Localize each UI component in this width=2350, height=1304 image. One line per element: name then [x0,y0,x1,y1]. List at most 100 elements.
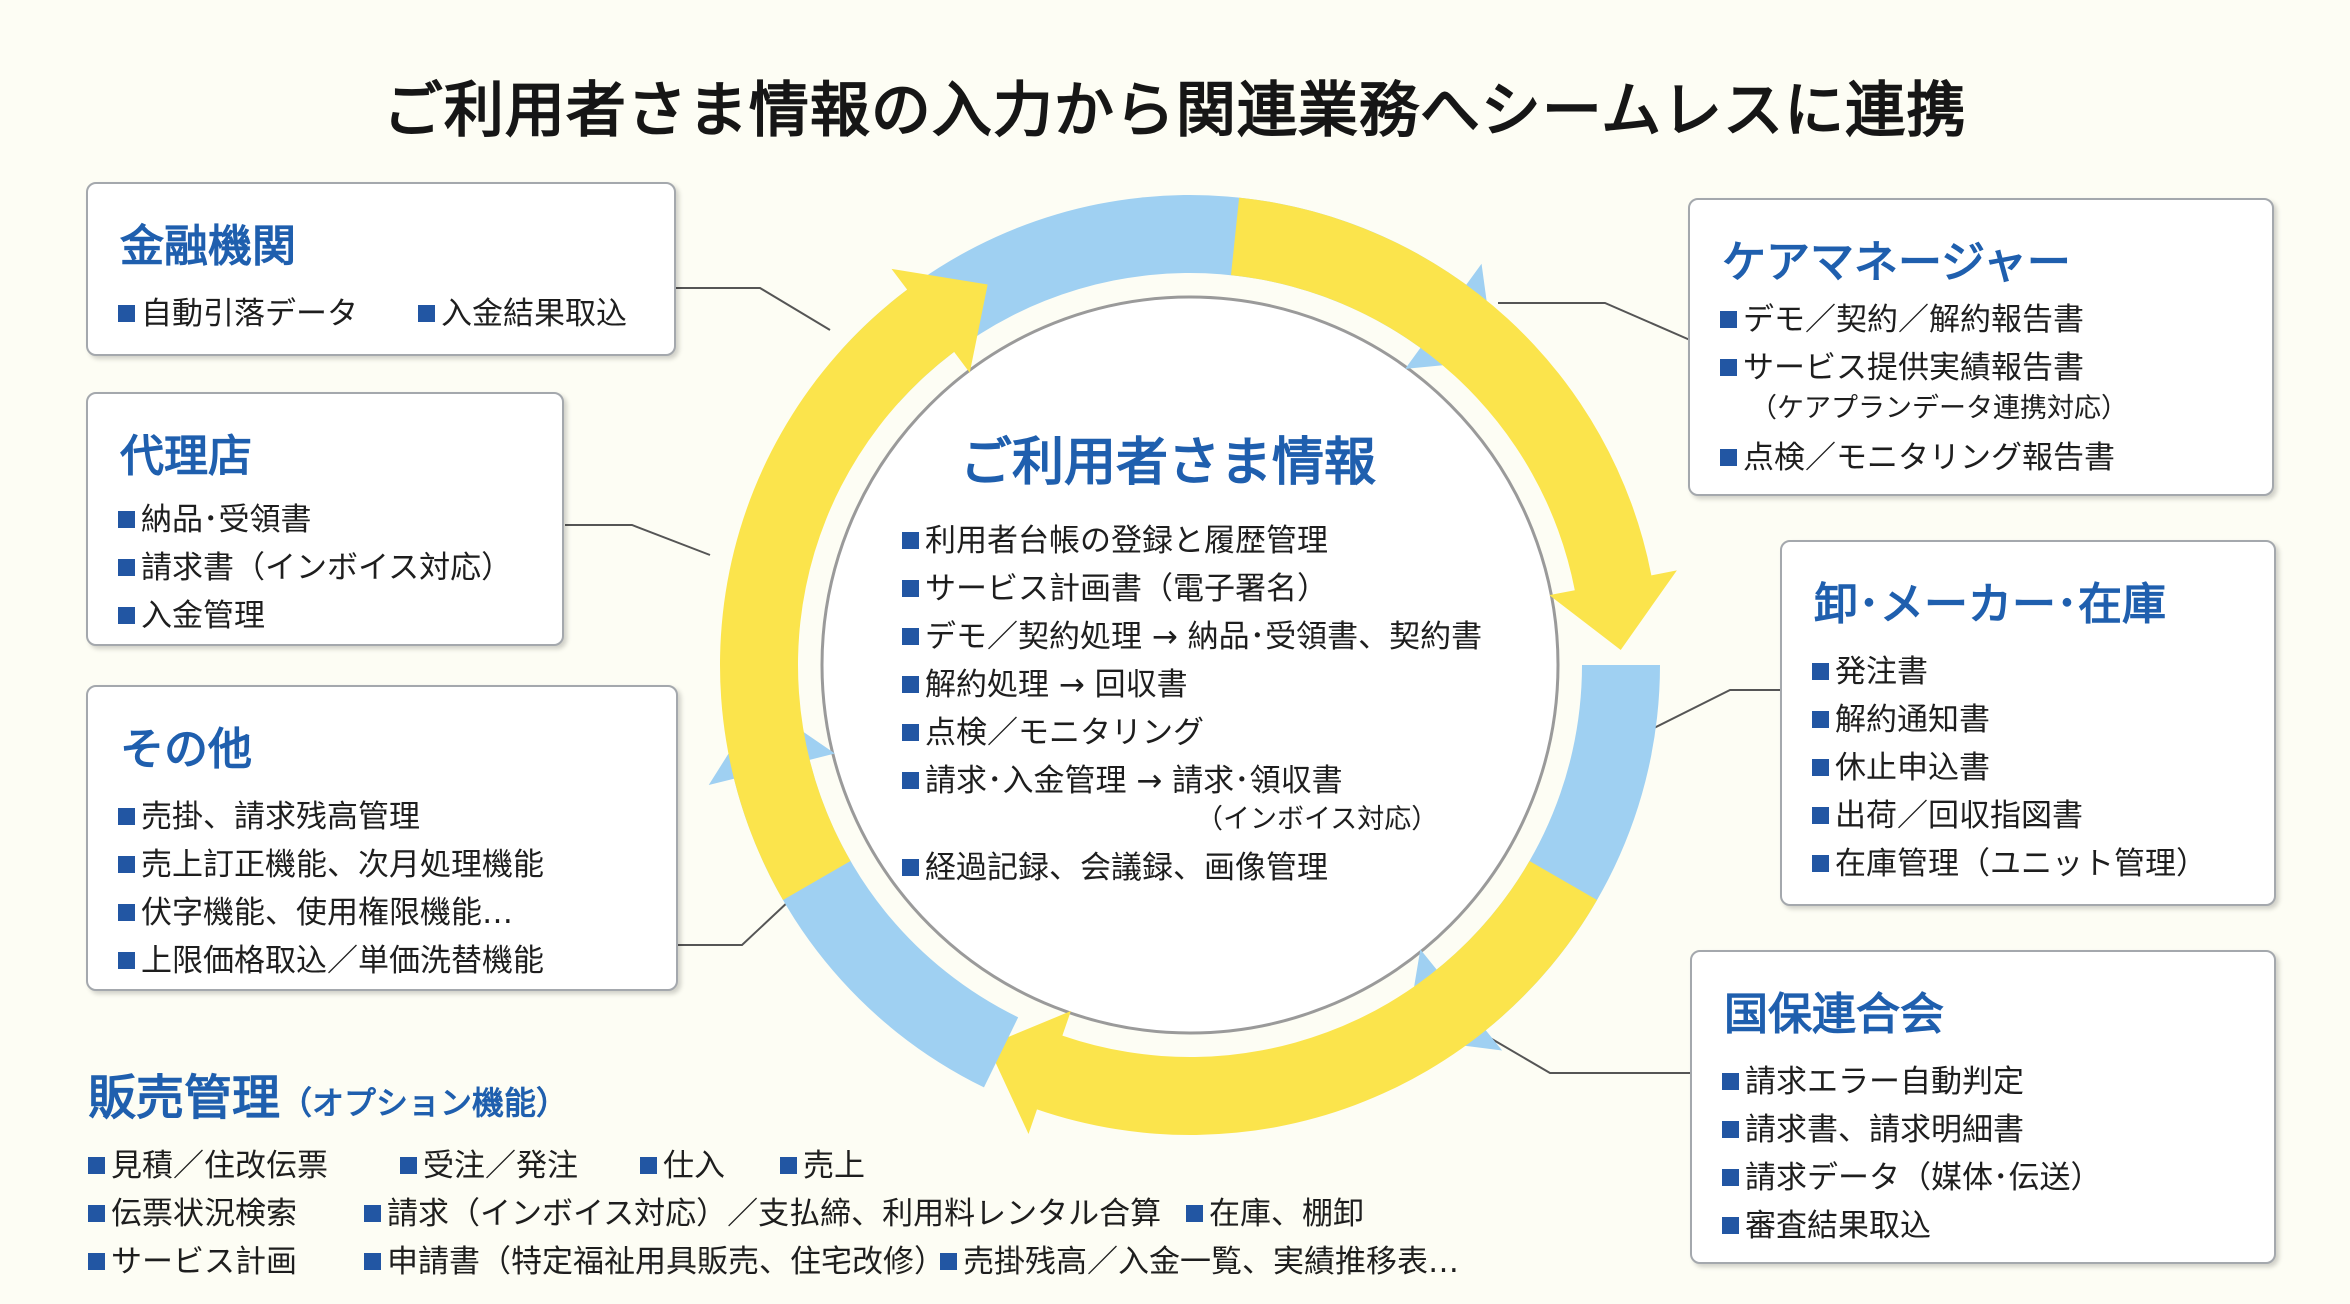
bullet-icon [1720,311,1737,328]
oroshi-item: 出荷／回収指図書 [1812,790,2083,835]
bullet-icon [1186,1205,1203,1222]
dairiten-item: 入金管理 [118,590,265,635]
caremanager-title: ケアマネージャー [1722,237,2071,288]
connector-sonota [677,899,791,946]
kokuho-item: 審査結果取込 [1722,1200,1931,1245]
sonota-title: その他 [120,724,252,775]
hanbai-item: 受注／発注 [400,1140,578,1185]
kokuho-item: 請求エラー自動判定 [1722,1056,2024,1101]
connector-caremanager [1498,302,1691,341]
kokuho-title: 国保連合会 [1724,989,1944,1040]
hanbai-item: 見積／住改伝票 [88,1140,328,1185]
bullet-icon [780,1157,797,1174]
bullet-icon [1720,449,1737,466]
bullet-icon [118,607,135,624]
bullet-icon [1812,711,1829,728]
caremanager-box: ケアマネージャー デモ／契約／解約報告書 サービス提供実績報告書 （ケアプランデ… [1688,198,2274,496]
bullet-icon [902,859,919,876]
oroshi-item: 在庫管理（ユニット管理） [1812,838,2207,883]
hanbai-item: 売上 [780,1140,865,1185]
bullet-icon [118,952,135,969]
hanbai-item: 請求（インボイス対応）／支払締、利用料レンタル合算 [364,1188,1161,1233]
center-item: 点検／モニタリング [902,707,1204,752]
kinyu-item: 自動引落データ [118,288,358,333]
sonota-item: 売上訂正機能、次月処理機能 [118,839,544,884]
center-item: 請求･入金管理 → 請求･領収書 [902,755,1343,800]
bullet-icon [940,1253,957,1270]
oroshi-item: 発注書 [1812,646,1928,691]
bullet-icon [118,904,135,921]
bullet-icon [1812,855,1829,872]
bullet-icon [1720,359,1737,376]
bullet-icon [902,628,919,645]
bullet-icon [902,580,919,597]
bullet-icon [902,772,919,789]
bullet-icon [364,1253,381,1270]
kokuho-item: 請求データ（媒体･伝送） [1722,1152,2102,1197]
center-item: 経過記録、会議録、画像管理 [902,842,1328,887]
bullet-icon [1722,1169,1739,1186]
connector-kokuho [1484,1034,1692,1074]
bullet-icon [364,1205,381,1222]
dairiten-box: 代理店 納品･受領書 請求書（インボイス対応） 入金管理 [86,392,564,646]
bullet-icon [640,1157,657,1174]
page-title: ご利用者さま情報の入力から関連業務へシームレスに連携 [382,76,1968,146]
ring-arrow-lower-right [987,861,1598,1135]
center-title: ご利用者さま情報 [960,433,1377,493]
connector-lines [565,287,1782,1074]
hanbai-item: 仕入 [640,1140,725,1185]
dairiten-item: 納品･受領書 [118,494,312,539]
ring-arrow-upper-right [1230,197,1677,650]
hanbai-item: 申請書（特定福祉用具販売、住宅改修） [364,1236,945,1281]
oroshi-item: 休止申込書 [1812,742,1990,787]
caremanager-item: デモ／契約／解約報告書 [1720,294,2084,339]
dairiten-title: 代理店 [120,431,252,482]
center-item: 利用者台帳の登録と履歴管理 [902,515,1328,560]
caremanager-note: （ケアプランデータ連携対応） [1750,393,2128,424]
kokuho-box: 国保連合会 請求エラー自動判定 請求書、請求明細書 請求データ（媒体･伝送） 審… [1690,950,2276,1264]
oroshi-item: 解約通知書 [1812,694,1990,739]
bullet-icon [902,676,919,693]
hanbai-item: 在庫、棚卸 [1186,1188,1364,1233]
caremanager-item: サービス提供実績報告書 [1720,342,2084,387]
center-note: （インボイス対応） [1196,804,1439,835]
center-item: サービス計画書（電子署名） [902,563,1328,608]
connector-dairiten [565,524,711,556]
bullet-icon [88,1253,105,1270]
bullet-icon [1812,759,1829,776]
bullet-icon [118,305,135,322]
hanbai-item: サービス計画 [88,1236,297,1281]
oroshi-title: 卸･メーカー･在庫 [1814,579,2166,630]
bullet-icon [118,559,135,576]
bullet-icon [1722,1217,1739,1234]
kinyu-item: 入金結果取込 [418,288,627,333]
hanbai-item: 売掛残高／入金一覧、実績推移表… [940,1236,1459,1281]
kinyu-box: 金融機関 自動引落データ 入金結果取込 [86,182,676,356]
sonota-item: 売掛、請求残高管理 [118,791,420,836]
hanbai-subtitle: （オプション機能） [280,1084,569,1122]
center-item: 解約処理 → 回収書 [902,659,1188,704]
sonota-item: 伏字機能、使用権限機能… [118,887,513,932]
sonota-item: 上限価格取込／単価洗替機能 [118,935,544,980]
connector-oroshi [1649,689,1782,731]
bullet-icon [118,856,135,873]
connector-kinyu [672,287,831,331]
bullet-icon [118,808,135,825]
oroshi-box: 卸･メーカー･在庫 発注書 解約通知書 休止申込書 出荷／回収指図書 在庫管理（… [1780,540,2276,906]
sonota-box: その他 売掛、請求残高管理 売上訂正機能、次月処理機能 伏字機能、使用権限機能…… [86,685,678,991]
dairiten-item: 請求書（インボイス対応） [118,542,512,587]
bullet-icon [88,1205,105,1222]
hanbai-item: 伝票状況検索 [88,1188,297,1233]
hanbai-heading: 販売管理（オプション機能） [88,1058,568,1128]
kinyu-title: 金融機関 [120,221,296,272]
center-item: デモ／契約処理 → 納品･受領書、契約書 [902,611,1482,656]
ring-segments [708,194,1677,1135]
bullet-icon [118,511,135,528]
bullet-icon [1812,663,1829,680]
bullet-icon [1722,1073,1739,1090]
center-circle [820,295,1560,1035]
bullet-icon [902,724,919,741]
bullet-icon [1722,1121,1739,1138]
caremanager-item: 点検／モニタリング報告書 [1720,432,2115,477]
